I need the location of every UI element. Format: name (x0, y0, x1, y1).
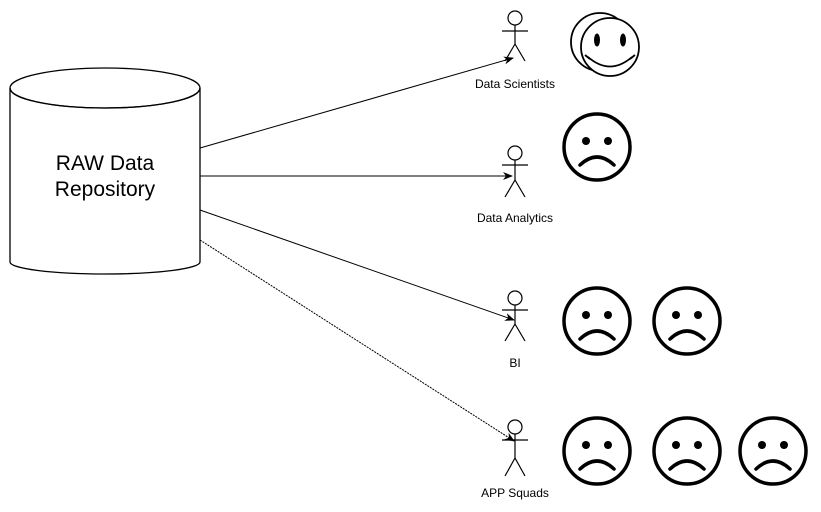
connector-app-squads[interactable] (199, 239, 515, 442)
actor-bi[interactable]: BI (502, 290, 528, 370)
connector-bi[interactable] (199, 209, 515, 321)
actor-app-squads[interactable]: APP Squads (481, 419, 549, 500)
stick-figure-icon (502, 290, 528, 342)
stick-figure-icon (502, 145, 528, 198)
repository-label-line2: Repository (55, 178, 156, 201)
stick-figure-icon (502, 419, 528, 477)
happy-face-icon (580, 17, 640, 77)
actor-label-data-analytics: Data Analytics (477, 211, 553, 225)
connector-data-scientists[interactable] (199, 56, 514, 149)
actor-data-scientists[interactable]: Data Scientists (475, 10, 555, 91)
sad-face-icon (562, 286, 632, 356)
actor-label-data-scientists: Data Scientists (475, 77, 555, 91)
raw-data-repository-cylinder[interactable]: RAW Data Repository (9, 67, 201, 275)
actor-data-analytics[interactable]: Data Analytics (477, 145, 553, 225)
sad-face-icon (562, 416, 632, 486)
repository-label-line1: RAW Data (56, 152, 155, 175)
sad-face-icon (652, 286, 722, 356)
stick-figure-icon (502, 10, 528, 62)
sad-face-icon (738, 416, 808, 486)
actor-label-bi: BI (509, 356, 520, 370)
actor-label-app-squads: APP Squads (481, 486, 549, 500)
sad-face-icon (652, 416, 722, 486)
sad-face-icon (562, 112, 632, 182)
